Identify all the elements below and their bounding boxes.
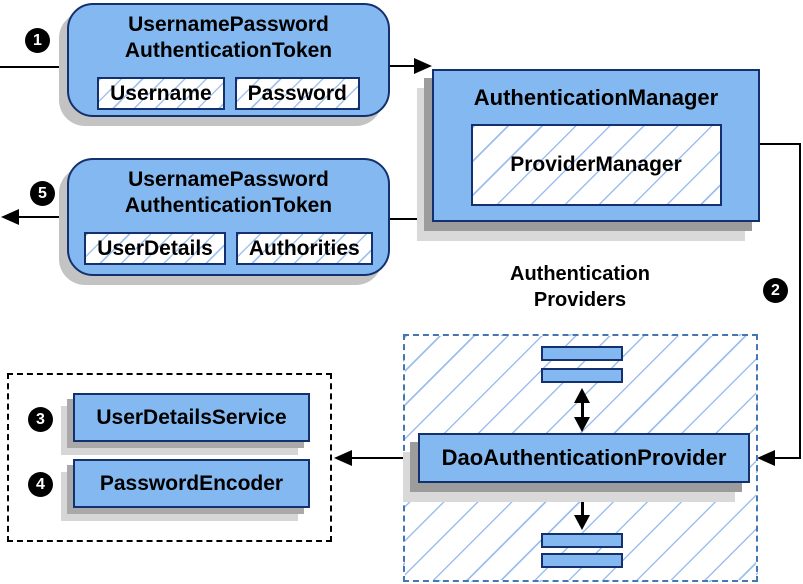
user-details-service-box: UserDetailsService [73, 393, 310, 442]
token-title-line2: AuthenticationToken [124, 39, 333, 62]
manager-to-provider-line-bottom [775, 457, 801, 459]
services-container [7, 373, 332, 542]
provider-list-bar-icon [541, 368, 623, 383]
incoming-request-line [0, 66, 67, 68]
provider-manager-box: ProviderManager [470, 124, 722, 206]
token-title-line1: UsernamePassword [128, 168, 329, 191]
manager-to-provider-line-vertical [799, 143, 801, 459]
token-fields: UserDetails Authorities [84, 232, 373, 265]
outgoing-response-line [19, 216, 67, 218]
manager-to-provider-line-top [760, 143, 801, 145]
step-badge-1: 1 [25, 28, 50, 53]
username-password-token-request-box: UsernamePassword AuthenticationToken Use… [67, 3, 390, 117]
providers-label-line1: Authentication [510, 263, 650, 285]
provider-list-bar-icon [541, 553, 623, 568]
username-field-chip: Username [97, 77, 225, 110]
authorities-field-chip: Authorities [235, 232, 373, 265]
authentication-manager-title: AuthenticationManager [473, 85, 719, 110]
dao-authentication-provider-box: DaoAuthenticationProvider [418, 433, 750, 483]
username-password-token-response-box: UsernamePassword AuthenticationToken Use… [67, 158, 390, 276]
arrow-left-icon [1, 209, 19, 225]
authentication-providers-label: Authentication Providers [455, 261, 705, 313]
step-badge-5: 5 [30, 181, 55, 206]
password-encoder-box: PasswordEncoder [73, 459, 310, 508]
token-title-line2: AuthenticationToken [124, 194, 333, 217]
arrow-left-icon [334, 450, 352, 466]
double-arrow-vertical-icon [574, 388, 590, 432]
provider-list-bar-icon [541, 346, 623, 361]
dao-to-services-line [352, 457, 418, 459]
token-title: UsernamePassword AuthenticationToken [125, 5, 332, 64]
token-title-line1: UsernamePassword [128, 13, 329, 36]
token-to-manager-line [390, 65, 416, 67]
step-badge-3: 3 [28, 407, 53, 432]
authentication-manager-box: AuthenticationManager ProviderManager [432, 69, 760, 222]
user-details-field-chip: UserDetails [84, 232, 226, 265]
step-badge-4: 4 [28, 472, 53, 497]
arrow-left-icon [757, 450, 775, 466]
token-fields: Username Password [97, 77, 360, 110]
double-arrow-vertical-icon [574, 486, 590, 530]
token-title: UsernamePassword AuthenticationToken [125, 160, 332, 219]
providers-label-line2: Providers [533, 289, 627, 311]
manager-to-token-return-line [390, 218, 432, 220]
arrow-right-icon [414, 58, 432, 74]
provider-list-bar-icon [541, 533, 623, 548]
step-badge-2: 2 [763, 278, 788, 303]
password-field-chip: Password [234, 77, 360, 110]
